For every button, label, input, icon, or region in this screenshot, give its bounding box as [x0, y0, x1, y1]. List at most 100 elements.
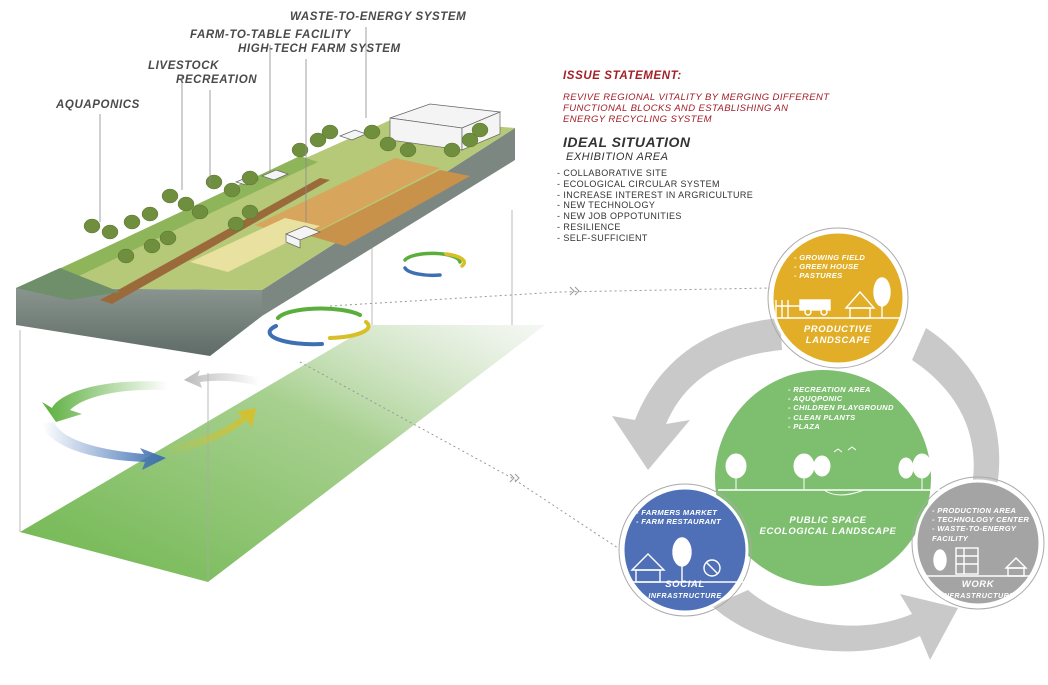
- public-items: RECREATION AREA AQUQPONIC CHILDREN PLAYG…: [788, 385, 918, 431]
- site-model-side: [16, 288, 262, 356]
- public-items-box: RECREATION AREA AQUQPONIC CHILDREN PLAYG…: [788, 385, 918, 431]
- large-arrow-yellow: [166, 408, 256, 456]
- site-crop-field-2: [310, 170, 470, 246]
- productive-items: GROWING FIELD GREEN HOUSE PASTURES: [794, 253, 884, 281]
- site-tree: [205, 174, 223, 190]
- work-icons: [926, 547, 1030, 577]
- ideal-situation-subtitle: EXHIBITION AREA: [566, 151, 669, 163]
- label-livestock: LIVESTOCK: [148, 60, 220, 72]
- site-tree: [227, 216, 245, 232]
- site-tree: [143, 238, 161, 254]
- ideal-item: ECOLOGICAL CIRCULAR SYSTEM: [557, 179, 753, 190]
- site-crop-field: [255, 158, 440, 240]
- social-items: FARMERS MARKET FARM RESTAURANT: [636, 508, 736, 526]
- ideal-item: RESILIENCE: [557, 222, 753, 233]
- mini-cycle-arrows-2: [267, 306, 371, 347]
- social-icons: [628, 537, 744, 583]
- public-item: PLAZA: [788, 422, 918, 431]
- site-tree: [321, 124, 339, 140]
- large-arrow-gray: [184, 370, 260, 388]
- public-title-box: PUBLIC SPACE ECOLOGICAL LANDSCAPE: [753, 515, 903, 537]
- social-title-2: INFRASTRUCTURE: [648, 590, 722, 600]
- public-item: RECREATION AREA: [788, 385, 918, 394]
- ideal-item: INCREASE INTEREST IN ARGRICULTURE: [557, 190, 753, 201]
- productive-title-box: PRODUCTIVE LANDSCAPE: [778, 324, 898, 346]
- site-tree: [309, 132, 327, 148]
- productive-title-1: PRODUCTIVE: [803, 324, 873, 335]
- public-space-icons: [718, 446, 940, 496]
- site-tree: [117, 248, 135, 264]
- work-items: PRODUCTION AREA TECHNOLOGY CENTER WASTE-…: [932, 506, 1032, 543]
- social-item: FARMERS MARKET: [636, 508, 736, 517]
- work-item: TECHNOLOGY CENTER: [932, 515, 1032, 524]
- label-aquaponics: AQUAPONICS: [56, 99, 140, 111]
- ideal-situation-title: IDEAL SITUATION: [563, 134, 691, 150]
- site-field-strip: [40, 156, 318, 285]
- productive-title-2: LANDSCAPE: [805, 334, 871, 346]
- social-item: FARM RESTAURANT: [636, 517, 736, 526]
- work-items-box: PRODUCTION AREA TECHNOLOGY CENTER WASTE-…: [932, 506, 1032, 543]
- site-wetland: [16, 268, 120, 300]
- ideal-situation-list: COLLABORATIVE SITE ECOLOGICAL CIRCULAR S…: [557, 168, 753, 244]
- social-title-box: SOCIAL INFRASTRUCTURE: [635, 579, 735, 600]
- label-high-tech-farm: HIGH-TECH FARM SYSTEM: [238, 43, 401, 55]
- site-tree: [177, 196, 195, 212]
- site-tree: [379, 136, 397, 152]
- work-item: WASTE-TO-ENERGY FACILITY: [932, 524, 1032, 542]
- circle-work-ring: [911, 476, 1045, 610]
- site-plaza: [190, 218, 320, 272]
- public-item: AQUQPONIC: [788, 394, 918, 403]
- cycle-arrow-bottom: [712, 590, 958, 660]
- site-tree: [101, 224, 119, 240]
- site-trees: [83, 122, 489, 264]
- site-tree: [399, 142, 417, 158]
- site-tree: [363, 124, 381, 140]
- cycle-arrow-left: [612, 318, 782, 470]
- public-item: CLEAN PLANTS: [788, 413, 918, 422]
- site-tree: [161, 188, 179, 204]
- label-farm-to-table: FARM-TO-TABLE FACILITY: [190, 29, 351, 41]
- site-tree: [241, 204, 259, 220]
- site-path: [100, 178, 330, 304]
- public-item: CHILDREN PLAYGROUND: [788, 403, 918, 412]
- public-title-1: PUBLIC SPACE: [789, 515, 867, 526]
- ideal-item: COLLABORATIVE SITE: [557, 168, 753, 179]
- work-item: PRODUCTION AREA: [932, 506, 1032, 515]
- work-title-1: WORK: [961, 579, 995, 590]
- large-arrow-blue: [42, 422, 166, 470]
- site-tree: [461, 132, 479, 148]
- circle-social-ring: [618, 483, 752, 617]
- site-tree: [223, 182, 241, 198]
- public-title-2: ECOLOGICAL LANDSCAPE: [759, 525, 897, 537]
- mini-cycle-arrows-1: [403, 251, 467, 278]
- large-arrow-green: [42, 381, 168, 422]
- ideal-item: SELF-SUFFICIENT: [557, 233, 753, 244]
- ideal-item: NEW JOB OPPOTUNITIES: [557, 211, 753, 222]
- work-title-2: INFRASTRUCTURE: [941, 590, 1015, 600]
- site-tree: [291, 142, 309, 158]
- work-title-box: WORK INFRASTRUCTURE: [928, 579, 1028, 600]
- circle-productive-ring: [767, 227, 909, 369]
- site-tree: [141, 206, 159, 222]
- site-tree: [191, 204, 209, 220]
- site-tree: [443, 142, 461, 158]
- site-tree: [123, 214, 141, 230]
- label-recreation: RECREATION: [176, 74, 258, 86]
- issue-statement-text: REVIVE REGIONAL VITALITY BY MERGING DIFF…: [563, 92, 830, 125]
- issue-statement-title: ISSUE STATEMENT:: [563, 70, 682, 82]
- ideal-item: NEW TECHNOLOGY: [557, 200, 753, 211]
- chevron-markers: [509, 286, 580, 483]
- productive-icons: [772, 277, 904, 319]
- productive-item: PASTURES: [794, 271, 884, 280]
- dotted-connectors: [299, 287, 771, 549]
- social-title-1: SOCIAL: [665, 579, 705, 590]
- site-tree: [241, 170, 259, 186]
- social-items-box: FARMERS MARKET FARM RESTAURANT: [636, 508, 736, 526]
- site-tree: [471, 122, 489, 138]
- site-tree: [83, 218, 101, 234]
- productive-items-box: GROWING FIELD GREEN HOUSE PASTURES: [794, 253, 884, 281]
- site-tree: [159, 230, 177, 246]
- label-waste-to-energy: WASTE-TO-ENERGY SYSTEM: [290, 11, 467, 23]
